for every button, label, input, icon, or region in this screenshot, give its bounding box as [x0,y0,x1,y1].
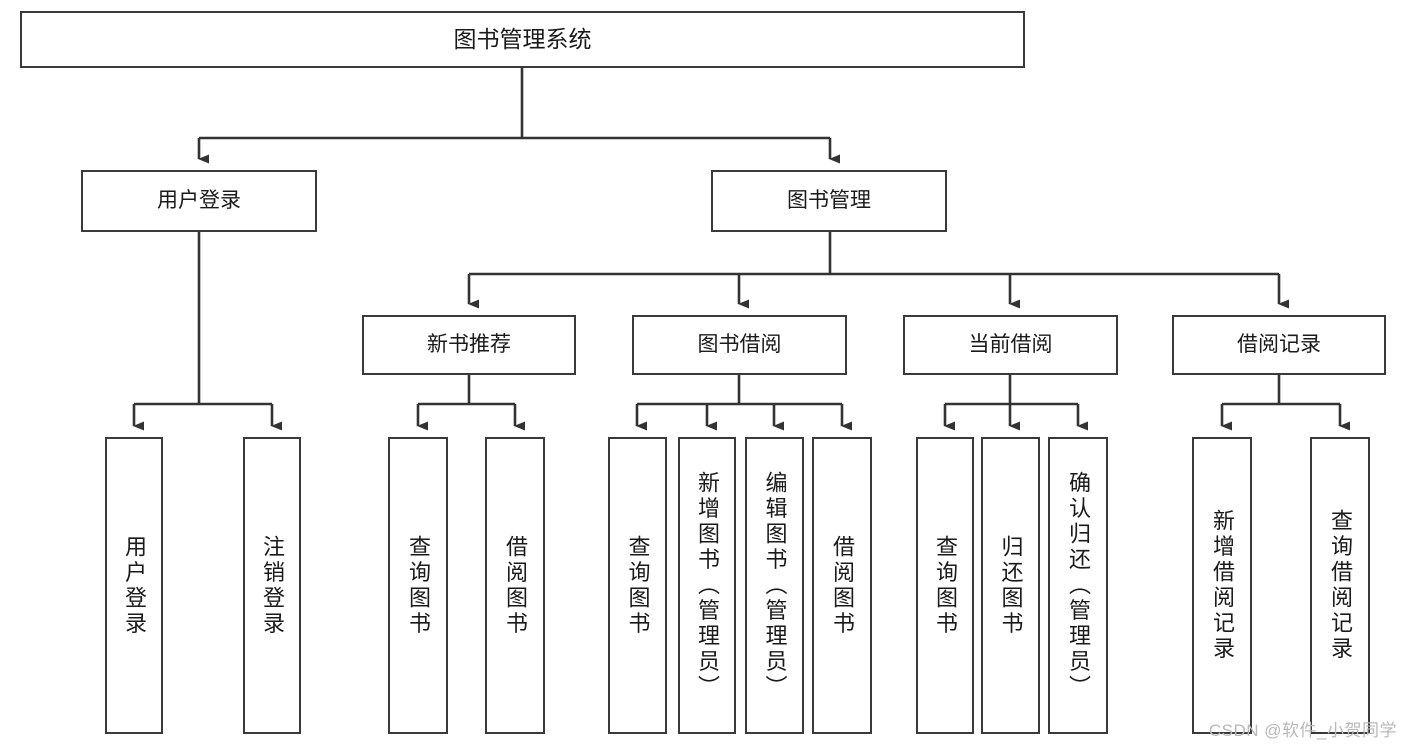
node-label: 查询图书 [406,534,431,637]
node-label: 借阅图书 [503,534,528,637]
leaf-edit-book[interactable]: 编辑图书（管理员） [745,437,804,734]
leaf-add-record[interactable]: 新增借阅记录 [1192,437,1252,734]
node-label: 当前借阅 [968,333,1053,357]
node-label: 查询借阅记录 [1328,509,1353,662]
node-label: 新书推荐 [427,333,511,357]
node-label: 图书借阅 [697,333,782,357]
node-user-login[interactable]: 用户登录 [81,170,317,232]
node-label: 查询图书 [625,534,651,637]
node-label: 编辑图书（管理员） [762,470,788,701]
leaf-confirm-return[interactable]: 确认归还（管理员） [1048,437,1108,734]
node-label: 查询图书 [933,534,958,637]
node-book-borrow[interactable]: 图书借阅 [632,315,847,375]
node-current-borrow[interactable]: 当前借阅 [903,315,1118,375]
leaf-user-logout[interactable]: 注销登录 [243,437,301,734]
node-label: 用户登录 [122,534,147,637]
node-label: 注销登录 [260,534,285,637]
node-book-management[interactable]: 图书管理 [711,170,947,232]
leaf-return-book[interactable]: 归还图书 [981,437,1040,734]
leaf-user-login[interactable]: 用户登录 [105,437,163,734]
node-new-book-recommend[interactable]: 新书推荐 [362,315,576,375]
leaf-add-book[interactable]: 新增图书（管理员） [678,437,736,734]
node-label: 归还图书 [998,534,1024,637]
node-label: 借阅记录 [1237,333,1321,357]
node-label: 新增借阅记录 [1210,509,1235,662]
node-label: 确认归还（管理员） [1066,470,1091,701]
node-label: 借阅图书 [830,534,855,637]
node-label: 图书管理 [787,189,871,213]
leaf-borrow-book-2[interactable]: 借阅图书 [812,437,872,734]
leaf-query-book-2[interactable]: 查询图书 [608,437,667,734]
leaf-query-book-3[interactable]: 查询图书 [916,437,974,734]
leaf-query-record[interactable]: 查询借阅记录 [1310,437,1370,734]
node-borrow-record[interactable]: 借阅记录 [1172,315,1386,375]
leaf-query-book-1[interactable]: 查询图书 [388,437,448,734]
node-root-system[interactable]: 图书管理系统 [20,11,1025,68]
node-label: 图书管理系统 [453,25,592,52]
leaf-borrow-book-1[interactable]: 借阅图书 [485,437,545,734]
node-label: 新增图书（管理员） [695,470,720,701]
node-label: 用户登录 [157,189,241,213]
watermark: CSDN @软件_小贺同学 [1208,721,1397,740]
